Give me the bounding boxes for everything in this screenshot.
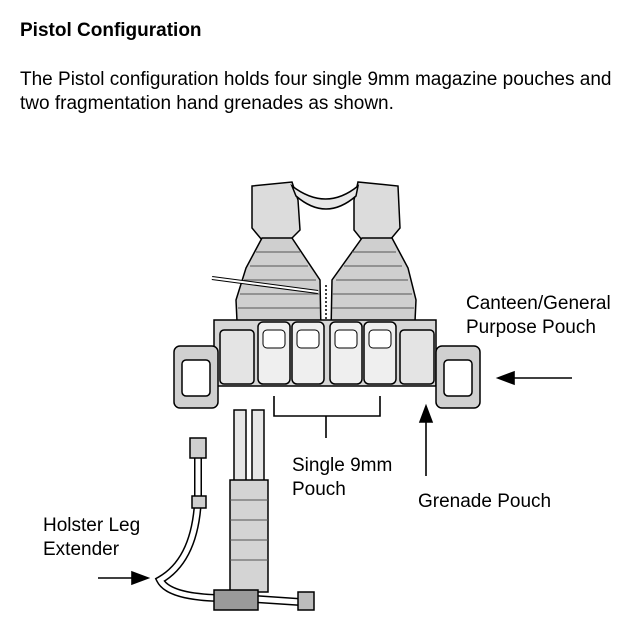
holster-strap-right xyxy=(251,409,265,489)
canteen-pouch-label: Canteen/General Purpose Pouch xyxy=(466,293,611,338)
holster-body xyxy=(229,479,269,593)
leg-strap-buckle xyxy=(297,591,315,611)
single-9mm-pouch-label: Single 9mm Pouch xyxy=(292,455,393,500)
left-shoulder-strap xyxy=(251,181,301,241)
grenade-pouch-right xyxy=(399,329,435,385)
right-shoulder-strap xyxy=(353,181,401,241)
molle-webbing xyxy=(238,251,414,309)
holster-strap-left xyxy=(233,409,247,489)
holster-leg-extender-label: Holster Leg Extender xyxy=(43,515,141,560)
vest-collar xyxy=(290,183,360,210)
description-text: The Pistol configuration holds four sing… xyxy=(20,69,612,114)
page-title: Pistol Configuration xyxy=(20,20,202,41)
single-9mm-bracket xyxy=(273,396,381,438)
vest-illustration xyxy=(154,181,481,611)
callout-lines xyxy=(98,370,572,586)
grenade-pouch-label: Grenade Pouch xyxy=(418,491,552,512)
grenade-pouch-left xyxy=(219,329,255,385)
